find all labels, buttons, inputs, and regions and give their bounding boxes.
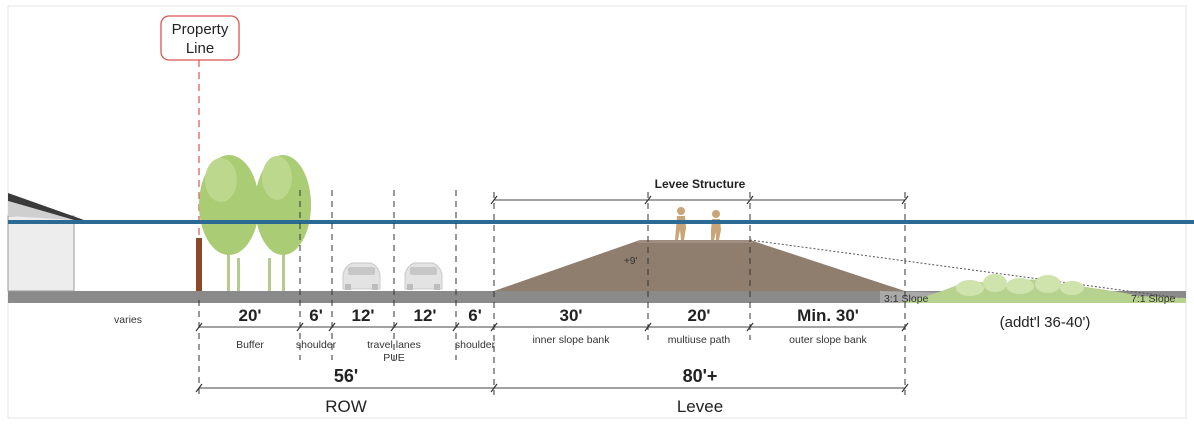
diagram-frame xyxy=(7,5,1187,419)
segment-label: shoulder xyxy=(455,339,496,351)
segment-width: 12' xyxy=(352,306,375,325)
property-line-label-box xyxy=(160,15,240,61)
water-line xyxy=(8,220,1194,224)
additional-width-label: (addt'l 36-40') xyxy=(1000,314,1091,331)
total-label: ROW xyxy=(325,397,367,416)
house xyxy=(7,193,84,292)
outer-slope-ratio: 7:1 Slope xyxy=(1131,293,1176,305)
levee-structure-label: Levee Structure xyxy=(655,177,746,191)
segment-label: Buffer xyxy=(236,339,264,351)
shrub-icon xyxy=(956,274,1084,296)
outer-slope-dotted-line xyxy=(749,239,1181,299)
segment-label: PUE xyxy=(383,352,405,364)
total-width: 80'+ xyxy=(683,366,718,386)
property-line-label-1: Property xyxy=(172,21,229,38)
tree-icon xyxy=(255,155,311,291)
levee-crest xyxy=(636,240,754,243)
segment-width: 6' xyxy=(309,306,323,325)
varies-label: varies xyxy=(114,314,142,326)
segment-label: travel lanes xyxy=(367,339,421,351)
segment-label: shoulder xyxy=(296,339,337,351)
fence-post xyxy=(196,238,202,291)
person-icon xyxy=(711,210,721,240)
car-icon xyxy=(404,262,443,290)
segment-ticks xyxy=(195,195,909,332)
segment-width: 30' xyxy=(560,306,583,325)
total-ticks xyxy=(195,383,909,393)
levee-body xyxy=(494,240,905,291)
car-icon xyxy=(342,262,381,290)
segment-label: multiuse path xyxy=(668,334,731,346)
height-label: +9' xyxy=(624,256,637,267)
segment-width: 6' xyxy=(468,306,482,325)
segment-width: 20' xyxy=(239,306,262,325)
segment-width: Min. 30' xyxy=(797,306,859,325)
total-width: 56' xyxy=(334,366,358,386)
segment-width: 20' xyxy=(688,306,711,325)
segment-width: 12' xyxy=(414,306,437,325)
inner-slope-ratio: 3:1 Slope xyxy=(884,293,929,305)
segment-label: outer slope bank xyxy=(789,334,867,346)
property-line-label-2: Line xyxy=(186,40,214,57)
tree-icon xyxy=(199,155,259,291)
segment-label: inner slope bank xyxy=(532,334,610,346)
total-label: Levee xyxy=(677,397,723,416)
